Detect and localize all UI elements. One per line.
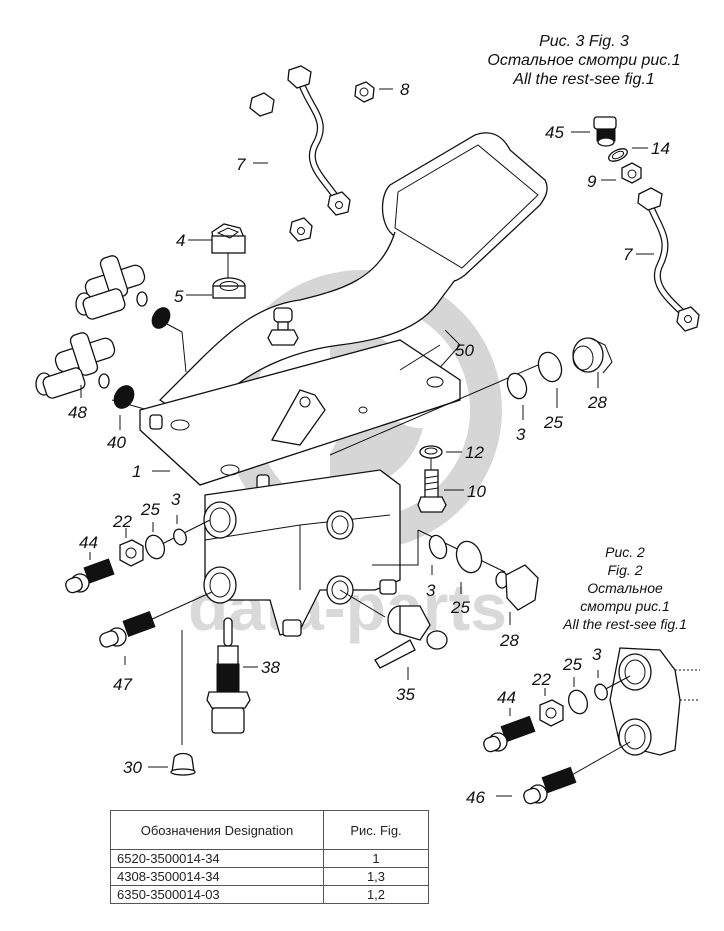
fitting-46 <box>523 766 577 805</box>
fitting-44-fig2 <box>483 715 536 753</box>
callout-3-top: 3 <box>516 425 526 444</box>
nut-22-left <box>119 539 144 567</box>
callout-50: 50 <box>455 341 474 360</box>
washer-25-right <box>455 540 483 574</box>
pipe-7-left <box>249 92 313 242</box>
stop-bolt <box>267 307 299 346</box>
washer-12 <box>419 445 443 459</box>
figure-2-note: Рис. 2 Fig. 2 Остальное смотри рис.1 All… <box>540 543 710 633</box>
callout-14: 14 <box>651 139 670 158</box>
fig2-note-line4: смотри рис.1 <box>580 598 670 614</box>
callout-44-left: 44 <box>79 533 98 552</box>
fig2-note-line2: Fig. 2 <box>607 562 643 578</box>
washer-40-upper <box>151 307 171 329</box>
callout-5: 5 <box>174 287 184 306</box>
callout-38: 38 <box>261 658 280 677</box>
cap-nut-4 <box>211 223 246 254</box>
callout-7: 7 <box>236 155 246 174</box>
fitting-47 <box>99 611 156 648</box>
fig2-note-line1: Рис. 2 <box>605 544 645 560</box>
nut-9 <box>621 162 642 184</box>
washer-3-fig2 <box>594 683 608 701</box>
fig3-note-line3: All the rest-see fig.1 <box>513 71 655 88</box>
washer-3-left <box>173 528 187 546</box>
callout-25-left: 25 <box>140 500 160 519</box>
callout-28-right: 28 <box>499 631 519 650</box>
pipe-7-middle <box>287 65 351 216</box>
callout-28-top: 28 <box>587 393 607 412</box>
pedal-base-plate <box>139 339 461 490</box>
callout-25-right: 25 <box>450 598 470 617</box>
table-row: 6520-3500014-34 1 <box>110 849 429 868</box>
drain-cock-35 <box>374 605 448 669</box>
bolt-10 <box>417 469 447 513</box>
callout-9: 9 <box>587 172 597 191</box>
callout-3-right: 3 <box>426 581 436 600</box>
nut-5 <box>212 277 246 299</box>
washer-40 <box>113 385 135 409</box>
fig2-note-line3: Остальное <box>587 580 663 596</box>
valve-stem-38 <box>206 617 251 734</box>
callout-44-fig2: 44 <box>497 688 516 707</box>
fitting-44-left <box>65 558 115 594</box>
washer-25-left <box>144 534 166 560</box>
table-row: 6350-3500014-03 1,2 <box>110 885 429 904</box>
callout-10: 10 <box>467 482 486 501</box>
callout-35: 35 <box>396 685 415 704</box>
cap-30 <box>170 752 196 776</box>
table-row: 4308-3500014-34 1,3 <box>110 867 429 886</box>
washer-3-right <box>428 534 448 560</box>
washer-3-top-right <box>506 372 528 400</box>
cross-fitting-48 <box>35 332 116 399</box>
callout-48: 48 <box>68 403 87 422</box>
washer-25-top-right <box>537 351 563 383</box>
cell-designation: 6350-3500014-03 <box>110 885 324 904</box>
callout-46: 46 <box>466 788 485 807</box>
cell-designation: 4308-3500014-34 <box>110 867 324 886</box>
designation-table: Обозначения Designation Рис. Fig. 6520-3… <box>110 810 429 904</box>
cell-fig: 1 <box>323 849 429 868</box>
washer-14 <box>608 148 628 162</box>
callout-47: 47 <box>113 675 132 694</box>
cell-designation: 6520-3500014-34 <box>110 849 324 868</box>
callout-8: 8 <box>400 80 410 99</box>
plug-28-right <box>495 564 539 611</box>
nut-8 <box>354 81 375 103</box>
valve-body-fig2 <box>609 647 700 756</box>
callout-7-right: 7 <box>623 245 633 264</box>
fig2-note-line5: All the rest-see fig.1 <box>563 616 687 632</box>
cell-fig: 1,2 <box>323 885 429 904</box>
plug-28-top <box>572 337 613 374</box>
callout-25-top: 25 <box>543 413 563 432</box>
cell-fig: 1,3 <box>323 867 429 886</box>
header-designation: Обозначения Designation <box>110 810 324 850</box>
washer-25-fig2 <box>567 689 589 715</box>
callout-30: 30 <box>123 758 142 777</box>
figure-3-note: Рис. 3 Fig. 3 Остальное смотри рис.1 All… <box>456 32 712 89</box>
callout-25-fig2: 25 <box>562 655 582 674</box>
nut-22-fig2 <box>539 699 564 727</box>
callout-4: 4 <box>176 231 185 250</box>
fig3-note-line1: Рис. 3 Fig. 3 <box>539 33 629 50</box>
callout-22-left: 22 <box>112 512 132 531</box>
callout-22-fig2: 22 <box>531 670 551 689</box>
cross-fitting-upper <box>75 255 148 320</box>
callout-3-left: 3 <box>171 490 181 509</box>
table-header-row: Обозначения Designation Рис. Fig. <box>110 810 429 850</box>
callout-1: 1 <box>132 462 141 481</box>
brake-valve-body <box>203 469 401 637</box>
callout-12: 12 <box>465 443 484 462</box>
fitting-45 <box>593 116 617 147</box>
fig3-note-line2: Остальное смотри рис.1 <box>487 52 681 69</box>
callout-45: 45 <box>545 123 564 142</box>
header-fig: Рис. Fig. <box>323 810 429 850</box>
callout-3-fig2: 3 <box>592 645 602 664</box>
pipe-7-right <box>637 187 700 332</box>
callout-40: 40 <box>107 433 126 452</box>
